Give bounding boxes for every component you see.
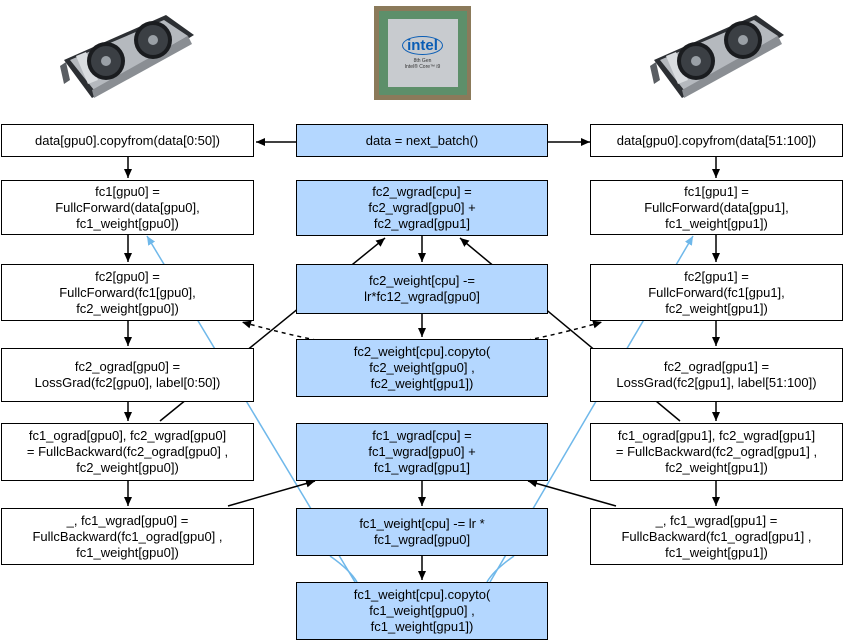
edge-fc2copyto-to-fc2-gpu0 (241, 320, 373, 351)
cpu-model-text: Intel® Core™ i9 (404, 64, 441, 70)
node-fc1-gpu0: fc1[gpu0] = FullcForward(data[gpu0], fc1… (1, 180, 254, 235)
edge-fc1wgrad0-to-fc1wgrad-cpu (227, 479, 316, 507)
node-fc1-ograd-gpu1: fc1_ograd[gpu1], fc2_wgrad[gpu1] = Fullc… (590, 423, 843, 481)
edge-fc1w-update-to-copyto-left (329, 555, 358, 583)
node-next-batch: data = next_batch() (296, 124, 548, 157)
edge-fc2copyto-to-fc2-gpu1 (471, 320, 603, 351)
node-fc2-gpu0: fc2[gpu0] = FullcForward(fc1[gpu0], fc2_… (1, 264, 254, 321)
node-fc2-gpu1: fc2[gpu1] = FullcForward(fc1[gpu1], fc2_… (590, 264, 843, 321)
node-fc2-weight-copyto: fc2_weight[cpu].copyto( fc2_weight[gpu0]… (296, 339, 548, 397)
cpu-gen-text: 8th Gen (413, 58, 432, 64)
node-fc1-wgrad-cpu: fc1_wgrad[cpu] = fc1_wgrad[gpu0] + fc1_w… (296, 423, 548, 481)
node-fc2-weight-update: fc2_weight[cpu] -= lr*fc12_wgrad[gpu0] (296, 264, 548, 314)
node-copy-gpu1: data[gpu0].copyfrom(data[51:100]) (590, 124, 843, 157)
node-fc1-weight-update: fc1_weight[cpu] -= lr * fc1_wgrad[gpu0] (296, 508, 548, 556)
node-fc2-ograd-gpu1: fc2_ograd[gpu1] = LossGrad(fc2[gpu1], la… (590, 348, 843, 402)
gpu-card-icon (650, 15, 784, 98)
node-fc2-wgrad-cpu: fc2_wgrad[cpu] = fc2_wgrad[gpu0] + fc2_w… (296, 180, 548, 236)
gpu-card-icon (60, 15, 194, 98)
node-fc2-ograd-gpu0: fc2_ograd[gpu0] = LossGrad(fc2[gpu0], la… (1, 348, 254, 402)
node-fc1-weight-copyto: fc1_weight[cpu].copyto( fc1_weight[gpu0]… (296, 582, 548, 640)
edge-fc1w-update-to-copyto-right (486, 555, 515, 583)
node-fc1-ograd-gpu0: fc1_ograd[gpu0], fc2_wgrad[gpu0] = Fullc… (1, 423, 254, 481)
node-fc1-wgrad-gpu0: _, fc1_wgrad[gpu0] = FullcBackward(fc1_o… (1, 508, 254, 565)
node-fc1-gpu1: fc1[gpu1] = FullcForward(data[gpu1], fc1… (590, 180, 843, 235)
cpu-brand-text: intel (402, 36, 443, 55)
cpu-chip-icon: intel 8th Gen Intel® Core™ i9 (374, 6, 471, 100)
node-copy-gpu0: data[gpu0].copyfrom(data[0:50]) (1, 124, 254, 157)
edge-fc1wgrad1-to-fc1wgrad-cpu (527, 479, 617, 507)
node-fc1-wgrad-gpu1: _, fc1_wgrad[gpu1] = FullcBackward(fc1_o… (590, 508, 843, 565)
